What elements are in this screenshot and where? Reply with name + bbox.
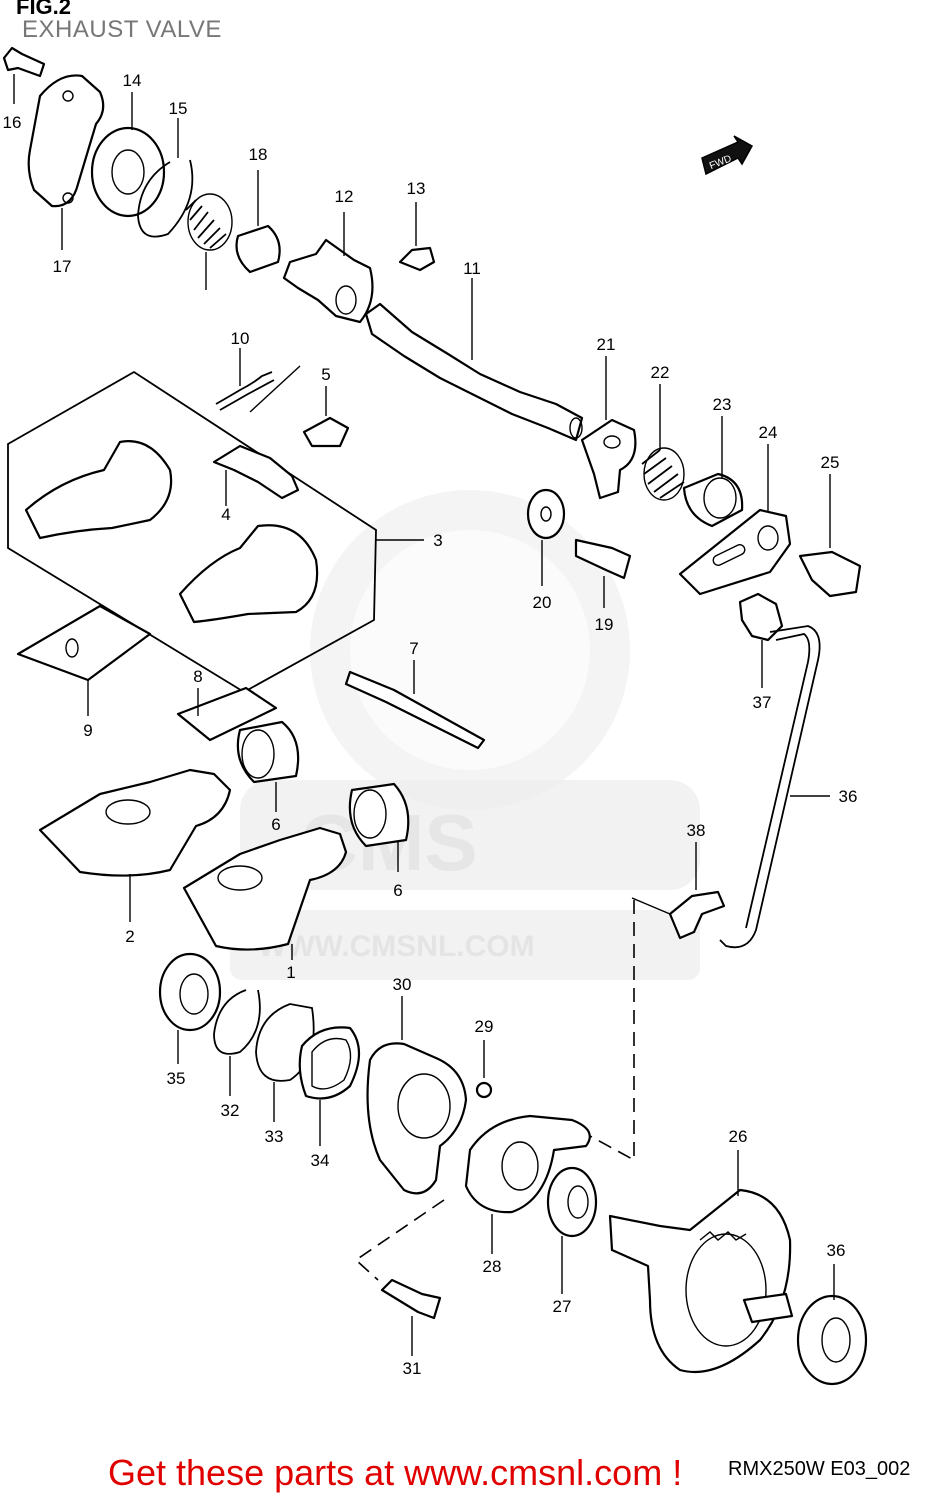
footer-link[interactable]: Get these parts at www.cmsnl.com ! <box>108 1452 683 1493</box>
plate-25 <box>678 444 792 596</box>
callout-36: 36 <box>839 787 858 806</box>
watermark: CMS WWW.CMSNL.COM <box>230 490 700 980</box>
callout-5: 5 <box>321 365 330 384</box>
plate-8 <box>176 686 278 742</box>
washer-28 <box>546 1166 598 1294</box>
callout-8: 8 <box>193 667 202 686</box>
screw-32 <box>380 1278 442 1356</box>
pin-7 <box>344 660 486 750</box>
circlip-33 <box>213 989 261 1096</box>
callout-28: 28 <box>483 1257 502 1276</box>
bearing-36b <box>796 1264 868 1386</box>
screw-13 <box>398 202 436 272</box>
circlip-15 <box>137 118 194 238</box>
sleeve-19 <box>235 170 281 274</box>
callout-10: 10 <box>231 329 250 348</box>
callout-12: 12 <box>335 187 354 206</box>
callout-26: 26 <box>729 1127 748 1146</box>
callout-36: 36 <box>827 1241 846 1260</box>
callout-4: 4 <box>221 505 230 524</box>
callout-31: 31 <box>403 1359 422 1378</box>
spring-10 <box>215 348 301 413</box>
callout-24: 24 <box>759 423 778 442</box>
seal-35 <box>298 1026 360 1146</box>
callout-9: 9 <box>83 721 92 740</box>
bushing-6b <box>348 782 410 872</box>
callout-34: 34 <box>311 1151 330 1170</box>
gasket-9 <box>16 604 152 716</box>
callout-38: 38 <box>687 821 706 840</box>
callout-7: 7 <box>409 639 418 658</box>
bearing-14 <box>90 92 166 218</box>
bolt-17 <box>2 46 46 104</box>
gear-plate-29 <box>464 1114 591 1254</box>
valve-2 <box>38 768 232 922</box>
callout-25: 25 <box>821 453 840 472</box>
callout-11: 11 <box>463 259 481 278</box>
shaft-11 <box>364 278 584 442</box>
bearing-36a <box>158 952 222 1064</box>
ball-30 <box>475 1040 493 1099</box>
callout-6: 6 <box>393 881 402 900</box>
callout-37: 37 <box>753 693 772 712</box>
callout-19: 19 <box>595 615 614 634</box>
washer-21 <box>526 488 566 586</box>
figure-title: FIG.2 <box>16 0 72 19</box>
callout-33: 33 <box>265 1127 284 1146</box>
clip-39 <box>631 842 726 940</box>
callout-15: 15 <box>169 99 188 118</box>
callout-14: 14 <box>123 71 142 90</box>
callout-22: 22 <box>651 363 670 382</box>
callout-17: 17 <box>53 257 72 276</box>
callout-30: 30 <box>393 975 412 994</box>
callout-2: 2 <box>125 927 134 946</box>
clip-38 <box>738 592 784 688</box>
bracket-4 <box>212 444 300 506</box>
callout-29: 29 <box>475 1017 494 1036</box>
rod-37 <box>719 625 830 949</box>
spring-23 <box>641 384 685 501</box>
callout-3: 3 <box>433 531 442 550</box>
gasket-16 <box>27 74 105 250</box>
callout-20: 20 <box>533 593 552 612</box>
callout-21: 21 <box>597 335 616 354</box>
callout-23: 23 <box>713 395 732 414</box>
callout-35: 35 <box>167 1069 186 1088</box>
valve-1 <box>182 826 348 960</box>
drawing-code: RMX250W E03_002 <box>728 1458 911 1480</box>
housing-31 <box>366 996 468 1195</box>
callout-13: 13 <box>407 179 426 198</box>
bolt-26 <box>798 474 862 598</box>
callout-32: 32 <box>221 1101 240 1120</box>
callout-27: 27 <box>553 1297 572 1316</box>
collar-24 <box>682 416 744 528</box>
lever-22 <box>580 356 637 500</box>
figure-subtitle: EXHAUST VALVE <box>22 16 222 43</box>
spring-18 <box>185 193 233 290</box>
bushing-6a <box>236 720 300 812</box>
valve-assembly-3 <box>7 370 424 694</box>
watermark-url: WWW.CMSNL.COM <box>258 930 535 963</box>
callout-1: 1 <box>286 963 295 982</box>
guide-lines <box>354 900 635 1281</box>
gear-27 <box>608 1150 794 1374</box>
callout-18: 18 <box>249 145 268 164</box>
bolt-5 <box>302 386 350 448</box>
lever-12 <box>282 212 374 324</box>
fwd-arrow-icon: FWD <box>701 135 754 176</box>
callout-16: 16 <box>3 113 22 132</box>
callout-6: 6 <box>271 815 280 834</box>
screw-20 <box>574 538 632 608</box>
